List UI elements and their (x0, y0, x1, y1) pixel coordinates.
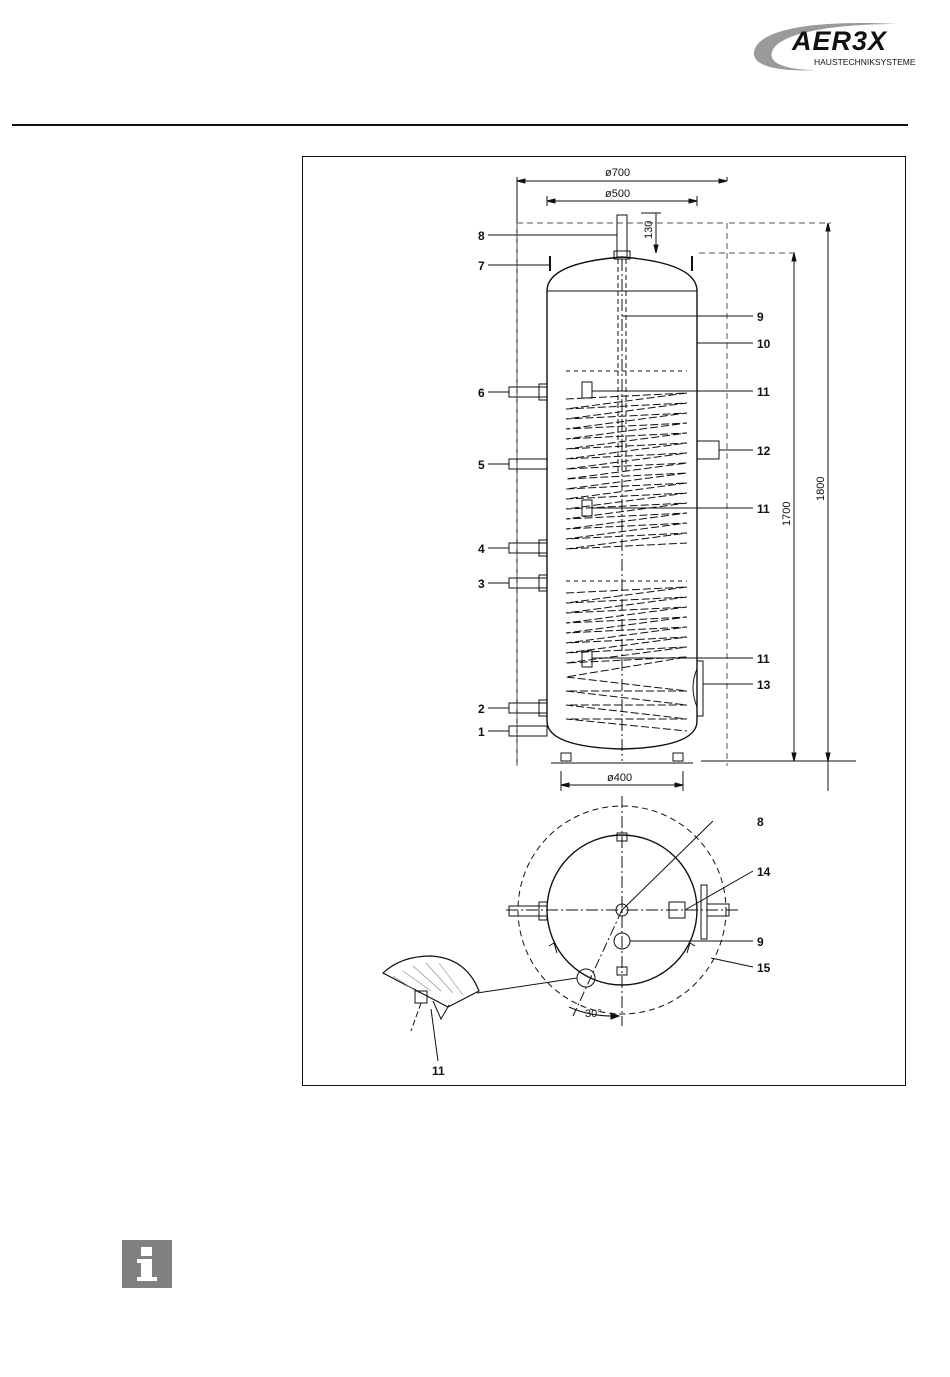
callout-11-detail: 11 (432, 1064, 445, 1078)
callout-12: 12 (757, 444, 771, 458)
logo-tagline: HAUSTECHNIKSYSTEME (814, 57, 916, 67)
callout-8-side: 8 (478, 229, 485, 243)
info-glyph (122, 1240, 172, 1288)
callout-9-side: 9 (757, 310, 764, 324)
callout-11-mid: 11 (757, 502, 770, 516)
callout-10: 10 (757, 337, 771, 351)
callout-7: 7 (478, 259, 485, 273)
dim-height-total: 1800 (815, 477, 827, 501)
callout-5: 5 (478, 458, 485, 472)
callout-11-low: 11 (757, 652, 770, 666)
info-icon (122, 1240, 172, 1288)
dim-outer-diameter: ø700 (605, 167, 630, 179)
dim-inner-diameter: ø500 (605, 188, 630, 200)
callout-11-top: 11 (757, 385, 770, 399)
logo-wordmark: AER3X (791, 26, 888, 56)
callout-6: 6 (478, 386, 485, 400)
dim-angle: 30° (585, 1008, 602, 1020)
callout-8-top: 8 (757, 815, 764, 829)
callout-15: 15 (757, 961, 771, 975)
callout-9-top: 9 (757, 935, 764, 949)
callout-2: 2 (478, 702, 485, 716)
dim-top-offset: 130 (643, 221, 655, 239)
dim-height-tank: 1700 (781, 502, 793, 526)
callout-3: 3 (478, 577, 485, 591)
callout-14: 14 (757, 865, 771, 879)
header-rule (12, 124, 908, 126)
callout-1: 1 (478, 725, 485, 739)
aerex-logo-icon: AER3X HAUSTECHNIKSYSTEME (748, 18, 918, 76)
callout-13: 13 (757, 678, 771, 692)
dim-base-diameter: ø400 (607, 772, 632, 784)
callout-4: 4 (478, 542, 485, 556)
storage-tank-diagram: ø700 ø500 ø400 130 1700 1800 30° 8 7 6 5… (303, 157, 907, 1087)
diagram-frame: ø700 ø500 ø400 130 1700 1800 30° 8 7 6 5… (302, 156, 906, 1086)
